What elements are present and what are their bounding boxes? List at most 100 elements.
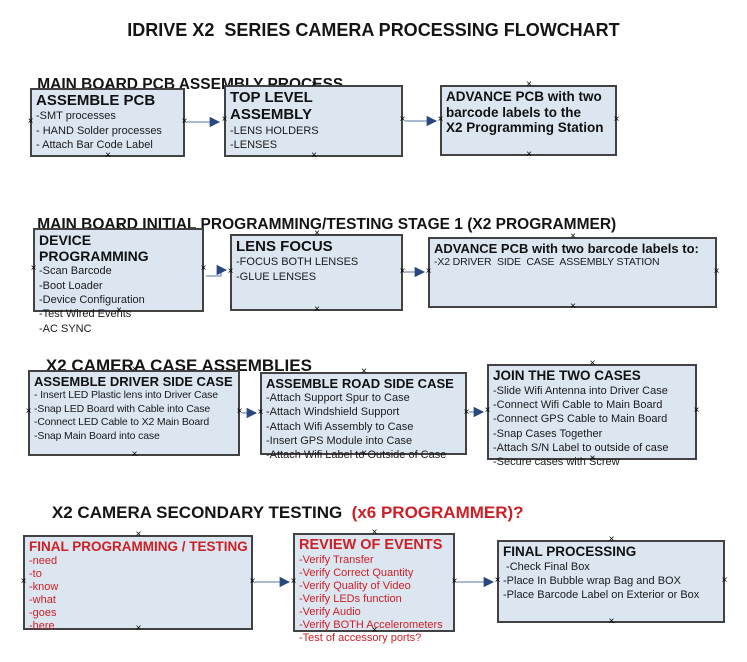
box-step: -Place In Bubble wrap Bag and BOX (503, 574, 681, 587)
box-title: ASSEMBLE PCB (36, 92, 156, 109)
box-title: ADVANCE PCB with two barcode labels to t… (446, 89, 604, 136)
box-step: -Snap Main Board into case (34, 430, 160, 442)
box-step: -GLUE LENSES (236, 270, 317, 283)
box-step: -X2 DRIVER SIDE CASE ASSEMBLY STATION (434, 256, 660, 269)
box-step: -Connect Wifi Cable to Main Board (493, 398, 663, 411)
page-title: IDRIVE X2 SERIES CAMERA PROCESSING FLOWC… (127, 20, 620, 40)
section-heading-secondary-testing: X2 CAMERA SECONDARY TESTING (x6 PROGRAMM… (33, 483, 524, 543)
box-title: JOIN THE TWO CASES (493, 368, 641, 383)
connection-handle-icon: × (399, 265, 406, 277)
box-title: ADVANCE PCB with two barcode labels to: (434, 241, 699, 256)
box-step: - Attach Bar Code Label (36, 138, 153, 151)
box-step: -Place Barcode Label on Exterior or Box (503, 589, 700, 602)
box-step: -FOCUS BOTH LENSES (236, 256, 359, 269)
connection-handle-icon: × (437, 113, 444, 125)
connection-handle-icon: × (589, 358, 596, 369)
connection-handle-icon: × (451, 575, 458, 587)
box-step: -to (29, 567, 42, 580)
connection-handle-icon: × (249, 575, 256, 587)
connection-handle-icon: × (20, 575, 27, 587)
box-step: -Slide Wifi Antenna into Driver Case (493, 384, 668, 397)
connection-handle-icon: × (236, 406, 243, 417)
connection-handle-icon: × (27, 115, 34, 127)
connection-handle-icon: × (526, 149, 532, 160)
section-heading-red-text: (x6 PROGRAMMER)? (346, 503, 524, 522)
connection-handle-icon: × (131, 364, 138, 375)
box-step: -SMT processes (36, 110, 116, 123)
connection-handle-icon: × (721, 574, 728, 586)
box-assemble-pcb: ASSEMBLE PCB -SMT processes - HAND Solde… (27, 83, 188, 161)
box-step: -Attach S/N Label to outside of case (493, 441, 669, 454)
box-step: -Insert GPS Module into Case (266, 434, 413, 447)
connection-handle-icon: × (425, 265, 432, 277)
connection-handle-icon: × (314, 304, 320, 315)
connection-handle-icon: × (608, 616, 615, 627)
box-step: -Verify Audio (299, 605, 361, 618)
box-step: -AC SYNC (39, 322, 92, 335)
box-step: -Verify Quality of Video (299, 579, 411, 592)
connection-handle-icon: × (484, 405, 491, 416)
box-lens-focus: LENS FOCUS -FOCUS BOTH LENSES -GLUE LENS… (227, 229, 406, 315)
box-step: -Attach Wifi Assembly to Case (266, 420, 414, 433)
box-step: -here (29, 619, 55, 632)
connection-handle-icon: × (257, 406, 264, 418)
connection-handle-icon: × (399, 114, 406, 125)
connection-handle-icon: × (613, 113, 620, 125)
connection-handle-icon: × (494, 574, 501, 586)
box-title: ASSEMBLE ROAD SIDE CASE (266, 376, 454, 391)
box-step: -Connect LED Cable to X2 Main Board (34, 416, 210, 429)
connection-handle-icon: × (105, 150, 111, 161)
box-title: TOP LEVEL ASSEMBLY (230, 89, 313, 124)
box-step: -Attach Wifi Label to Outside of Case (266, 449, 447, 462)
connection-handle-icon: × (135, 623, 142, 634)
connection-handle-icon: × (361, 448, 367, 459)
connection-handle-icon: × (526, 79, 532, 90)
connection-handle-icon: × (181, 115, 188, 127)
box-step: -LENS HOLDERS (230, 124, 319, 137)
connection-handle-icon: × (105, 82, 111, 93)
box-step: -Device Configuration (39, 294, 145, 307)
box-final-programming-testing: FINAL PROGRAMMING / TESTING -need -to -k… (20, 530, 256, 634)
box-title: ASSEMBLE DRIVER SIDE CASE (34, 374, 233, 389)
box-step: -what (29, 593, 56, 606)
box-step: -Verify Transfer (299, 553, 374, 566)
box-step: -Test of accessory ports? (299, 631, 422, 644)
box-step: -Check Final Box (503, 560, 590, 573)
box-step: -Connect GPS Cable to Main Board (493, 413, 668, 426)
connection-handle-icon: × (200, 263, 207, 274)
connection-handle-icon: × (227, 265, 234, 277)
connection-handle-icon: × (131, 449, 138, 460)
connection-handle-icon: × (371, 625, 378, 636)
box-top-level-assembly: TOP LEVEL ASSEMBLY -LENS HOLDERS -LENSES… (221, 80, 406, 161)
connection-handle-icon: × (371, 527, 378, 538)
connection-handle-icon: × (116, 222, 122, 233)
connection-handle-icon: × (608, 534, 615, 545)
box-step: -Test Wired Events (39, 308, 132, 321)
connection-handle-icon: × (116, 305, 122, 316)
box-step: -Verify Correct Quantity (299, 566, 414, 579)
connection-handle-icon: × (311, 79, 317, 90)
box-step: -know (29, 580, 59, 593)
box-assemble-road-side-case: ASSEMBLE ROAD SIDE CASE -Attach Support … (257, 367, 470, 462)
connection-handle-icon: × (713, 265, 720, 277)
box-advance-pcb-driver-side: ADVANCE PCB with two barcode labels to: … (425, 232, 720, 312)
box-step: -Verify BOTH Accelerometers (299, 618, 443, 631)
connection-handle-icon: × (570, 231, 576, 242)
box-step: -Snap LED Board with Cable into Case (34, 402, 211, 415)
box-step: -Secure cases with Screw (493, 456, 620, 469)
box-step: -Snap Cases Together (493, 427, 603, 440)
box-step: - Insert LED Plastic lens into Driver Ca… (34, 389, 218, 402)
connection-handle-icon: × (463, 406, 470, 418)
box-device-programming: DEVICE PROGRAMMING -Scan Barcode -Boot L… (31, 223, 207, 335)
box-step: -need (29, 554, 58, 567)
connection-handle-icon: × (25, 406, 32, 417)
connection-handle-icon: × (570, 301, 576, 312)
box-step: -goes (29, 606, 57, 619)
box-step: - HAND Solder processes (36, 124, 162, 137)
box-advance-pcb-programming-station: ADVANCE PCB with two barcode labels to t… (437, 80, 620, 160)
box-title: DEVICE PROGRAMMING (39, 232, 149, 265)
box-title: FINAL PROGRAMMING / TESTING (29, 539, 248, 554)
connection-handle-icon: × (221, 114, 228, 125)
box-join-the-two-cases: JOIN THE TWO CASES -Slide Wifi Antenna i… (484, 359, 700, 469)
